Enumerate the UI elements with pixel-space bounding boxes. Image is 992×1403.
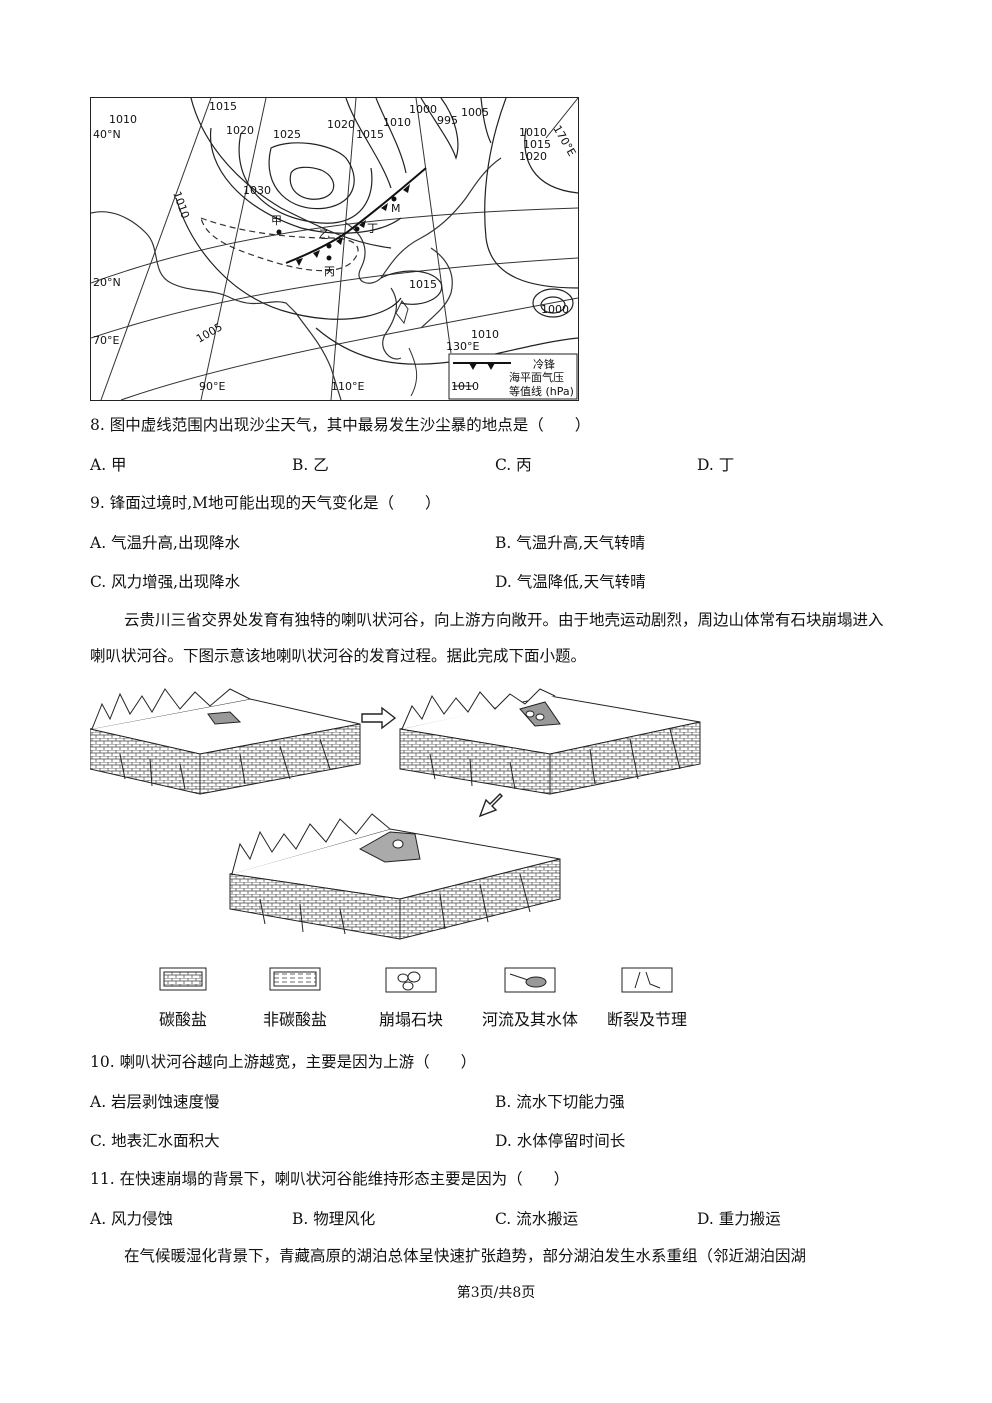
q11-option-b: B. 物理风化 xyxy=(292,1210,376,1228)
place-bing: 丙 xyxy=(324,265,335,278)
legend-isobar-label: 海平面气压 xyxy=(509,370,564,384)
non-carbonate-icon xyxy=(273,971,317,987)
passage-tibet-lakes: 在气候暖湿化背景下，青藏高原的湖泊总体呈快速扩张趋势，部分湖泊发生水系重组（邻近… xyxy=(124,1247,807,1265)
legend-isobar-value: 1010 xyxy=(451,380,479,393)
q9-option-b: B. 气温升高,天气转晴 xyxy=(495,534,646,552)
collapsed-rock-icon xyxy=(397,971,421,991)
valley-figure-svg xyxy=(89,688,701,993)
legend2-fault: 断裂及节理 xyxy=(606,1010,687,1029)
isobar-label: 1000 xyxy=(409,103,437,116)
block-stage-3 xyxy=(229,813,561,940)
isobar-label: 1000 xyxy=(541,303,569,316)
legend2-carbonate: 碳酸盐 xyxy=(158,1010,207,1029)
isobar-label: 1030 xyxy=(243,184,271,197)
q8-option-a: A. 甲 xyxy=(90,456,127,474)
q11-option-a: A. 风力侵蚀 xyxy=(90,1210,174,1228)
isobar-label: 1010 xyxy=(109,113,137,126)
carbonate-icon xyxy=(163,971,203,987)
place-ding: 丁 xyxy=(367,222,378,235)
legend-cold-front-label: 冷锋 xyxy=(533,358,555,371)
longitude-label: 170°E xyxy=(550,123,578,159)
isobar-label: 1020 xyxy=(327,118,355,131)
q11-option-c: C. 流水搬运 xyxy=(495,1210,579,1228)
river-icon xyxy=(509,973,547,988)
arrow-down-left-icon xyxy=(478,793,503,818)
place-m: M xyxy=(391,202,401,215)
latitude-label: 40°N xyxy=(93,128,121,141)
q11-stem: 11. 在快速崩塌的背景下，喇叭状河谷能维持形态主要是因为（ ） xyxy=(90,1170,570,1188)
q10-option-a: A. 岩层剥蚀速度慢 xyxy=(90,1093,220,1111)
q9-option-a: A. 气温升高,出现降水 xyxy=(90,534,240,552)
fault-joint-icon xyxy=(634,971,661,989)
weather-map: 甲 乙 丙 丁 M 1015 1010 1020 1025 1020 1015 … xyxy=(90,97,579,401)
isobar-label: 1025 xyxy=(273,128,301,141)
q9-stem: 9. 锋面过境时,M地可能出现的天气变化是（ ） xyxy=(90,494,441,512)
isobar-label: 1005 xyxy=(194,320,225,345)
isobar-label: 1010 xyxy=(383,116,411,129)
isobar-label: 1020 xyxy=(519,150,547,163)
isobar-label: 1015 xyxy=(356,128,384,141)
isobar-label: 1010 xyxy=(471,328,499,341)
legend2-icons xyxy=(159,967,673,993)
block-stage-2 xyxy=(399,688,701,795)
block-stage-1 xyxy=(89,688,361,795)
longitude-label: 110°E xyxy=(331,380,364,393)
legend2-collapsed-rock: 崩塌石块 xyxy=(378,1010,443,1029)
isobar-label: 1015 xyxy=(523,138,551,151)
q10-option-b: B. 流水下切能力强 xyxy=(495,1093,625,1111)
legend2-river: 河流及其水体 xyxy=(481,1010,578,1029)
isobar-label: 1010 xyxy=(170,190,192,221)
weather-map-svg: 甲 乙 丙 丁 M 1015 1010 1020 1025 1020 1015 … xyxy=(91,98,578,400)
arrow-right-icon xyxy=(361,706,397,730)
longitude-label: 90°E xyxy=(199,380,225,393)
q10-option-d: D. 水体停留时间长 xyxy=(495,1132,626,1150)
q9-option-d: D. 气温降低,天气转晴 xyxy=(495,573,646,591)
longitude-label: 70°E xyxy=(93,334,119,347)
isobar-label: 1015 xyxy=(409,278,437,291)
passage-river-valley: 云贵川三省交界处发育有独特的喇叭状河谷，向上游方向敞开。由于地壳运动剧烈，周边山… xyxy=(90,611,884,665)
q8-option-d: D. 丁 xyxy=(697,456,735,474)
valley-figure: 碳酸盐 非碳酸盐 崩塌石块 河流及其水体 断裂及节理 xyxy=(89,684,704,1034)
q11-option-d: D. 重力搬运 xyxy=(697,1210,781,1228)
longitude-label: 130°E xyxy=(446,340,479,353)
q8-stem: 8. 图中虚线范围内出现沙尘天气，其中最易发生沙尘暴的地点是（ ） xyxy=(90,416,591,434)
isobar-label: 1020 xyxy=(226,124,254,137)
q10-option-c: C. 地表汇水面积大 xyxy=(90,1132,220,1150)
legend-isobar-label-2: 等值线 (hPa) xyxy=(509,384,574,398)
legend2-non-carbonate: 非碳酸盐 xyxy=(262,1010,327,1029)
isobar-label: 995 xyxy=(437,114,458,127)
isobar-label: 1015 xyxy=(209,100,237,113)
place-yi: 乙 xyxy=(319,228,330,241)
q9-option-c: C. 风力增强,出现降水 xyxy=(90,573,241,591)
isobar-label: 1010 xyxy=(519,126,547,139)
place-jia: 甲 xyxy=(271,214,282,227)
isobar-label: 1005 xyxy=(461,106,489,119)
q10-stem: 10. 喇叭状河谷越向上游越宽，主要是因为上游（ ） xyxy=(90,1053,477,1071)
q8-option-b: B. 乙 xyxy=(292,456,329,474)
page-footer: 第3页/共8页 xyxy=(456,1285,536,1301)
latitude-label: 20°N xyxy=(93,276,121,289)
q8-option-c: C. 丙 xyxy=(495,456,532,474)
